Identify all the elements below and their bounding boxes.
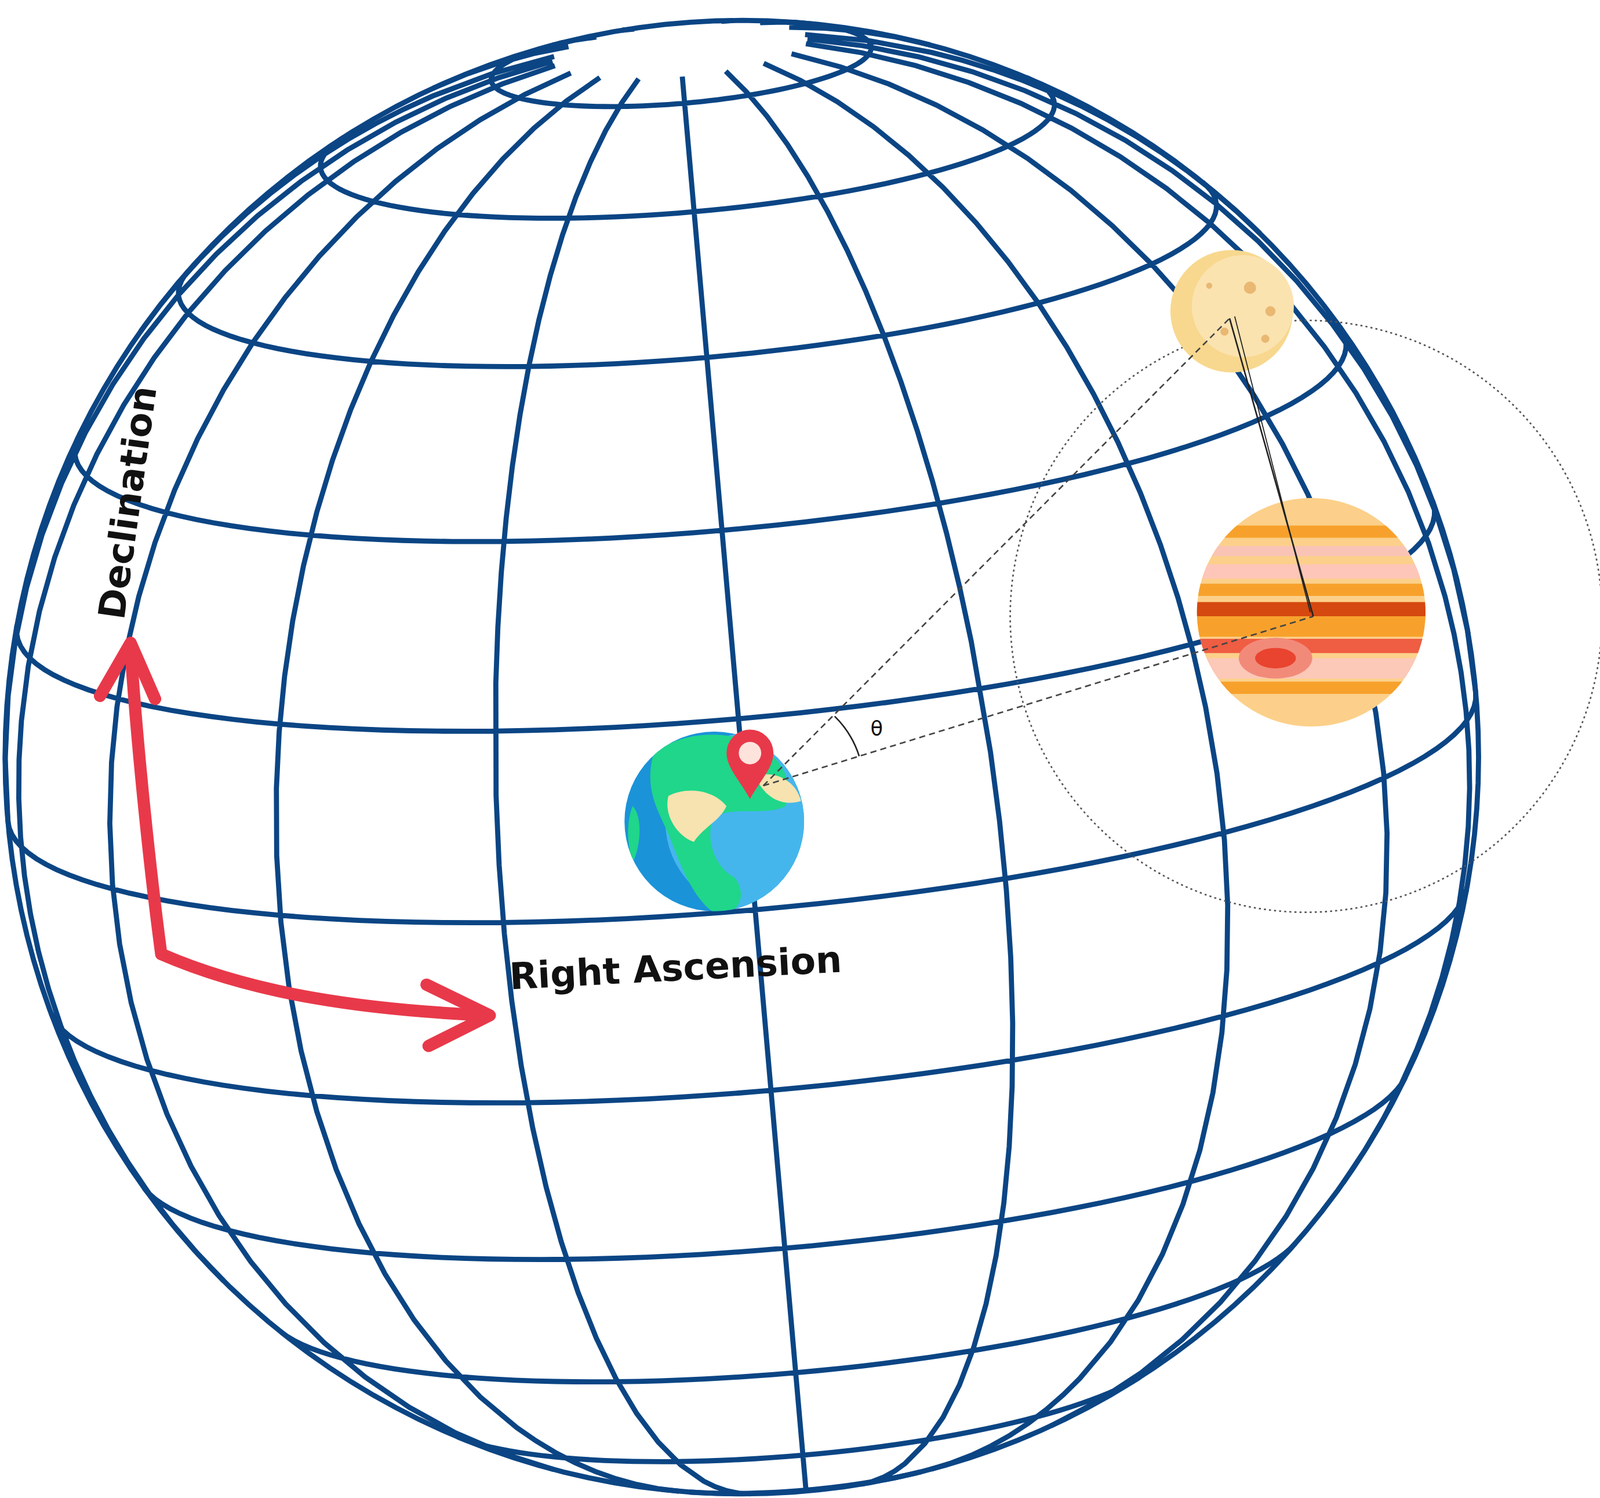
sphere-outline: [5, 20, 1479, 1494]
coordinate-arrows: [99, 642, 490, 1046]
angle-label: θ: [870, 716, 883, 741]
graticule-lines: [5, 20, 1476, 1494]
angle-construction: [763, 316, 1314, 787]
jupiter: [1193, 497, 1429, 733]
moon: [1170, 249, 1294, 373]
celestial-grid: [5, 20, 1479, 1494]
axis-label: Right Ascension: [508, 937, 843, 998]
location-pin: [726, 729, 774, 800]
axis-label: Declination: [90, 382, 165, 621]
orbit-circle: [1010, 320, 1600, 913]
